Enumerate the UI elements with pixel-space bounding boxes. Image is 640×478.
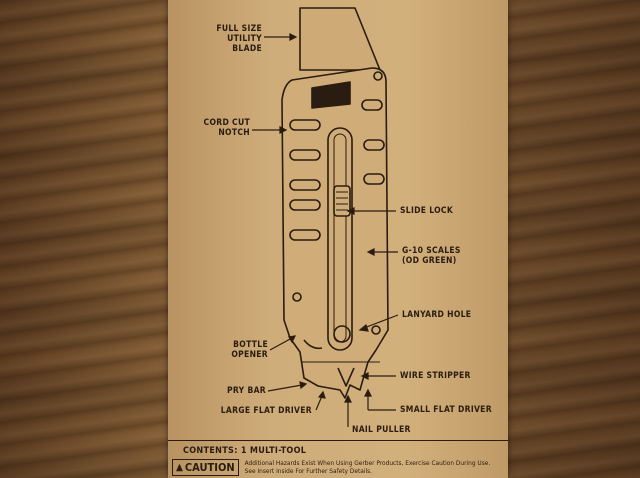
slide-lock [333, 185, 351, 217]
label-lanyard-hole: LANYARD HOLE [402, 310, 472, 320]
warning-triangle-icon: ▲ [176, 462, 183, 473]
footer-divider [168, 440, 508, 441]
contents-text: CONTENTS: 1 MULTI-TOOL [183, 446, 307, 456]
gerber-logo [311, 81, 351, 109]
blade-slot [327, 127, 353, 351]
label-wire-stripper: WIRE STRIPPER [400, 371, 471, 381]
caution-text: Additional Hazards Exist When Using Gerb… [244, 459, 491, 475]
caution-block: ▲ CAUTION Additional Hazards Exist When … [172, 459, 495, 476]
caution-badge: ▲ CAUTION [172, 459, 239, 476]
utility-blade [299, 7, 381, 71]
label-pry-bar: PRY BAR [227, 386, 266, 396]
label-small-flat-driver: SMALL FLAT DRIVER [400, 405, 492, 415]
label-g10-scales: G-10 SCALES (OD GREEN) [402, 246, 461, 266]
label-full-size-utility-blade: FULL SIZE UTILITY BLADE [216, 24, 262, 54]
label-nail-puller: NAIL PULLER [352, 425, 411, 435]
label-large-flat-driver: LARGE FLAT DRIVER [220, 406, 312, 416]
label-slide-lock: SLIDE LOCK [400, 206, 454, 216]
label-bottle-opener: BOTTLE OPENER [231, 340, 268, 360]
label-cord-cut-notch: CORD CUT NOTCH [203, 118, 250, 138]
lanyard-hole [333, 325, 351, 343]
caution-label: CAUTION [184, 461, 235, 474]
